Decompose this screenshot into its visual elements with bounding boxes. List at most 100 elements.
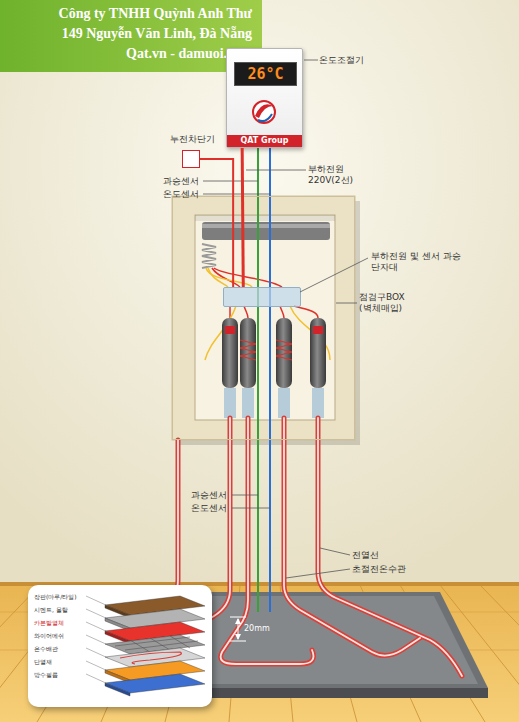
floor-layer-stack xyxy=(105,622,205,641)
overheat-sensor-wire xyxy=(257,148,259,612)
floor-layer-stack xyxy=(105,596,205,696)
leader-line xyxy=(246,170,306,171)
dimension-arrow xyxy=(230,617,246,641)
manifold-cylinder xyxy=(222,318,326,418)
watermark-banner: Công ty TNHH Quỳnh Anh Thư149 Nguyễn Văn… xyxy=(0,0,262,72)
manifold-cylinder xyxy=(278,388,290,418)
layer-name: 온수배관 xyxy=(34,645,58,652)
floor-layer-inset: 장판(마루/타일)시멘트, 몰탈카본발열체와이어메쉬온수배관단열재방수필름 xyxy=(28,585,212,707)
wood-floor xyxy=(480,585,519,722)
manifold-cylinder xyxy=(224,388,236,418)
leakage-breaker: 누전차단기 xyxy=(182,150,200,168)
leader-line xyxy=(300,258,368,292)
manifold-cylinder xyxy=(312,388,324,418)
floor-layer-stack xyxy=(105,631,130,644)
junction-box-frame xyxy=(195,215,335,420)
part-name: 부하전원 및 센서 과승 단자대 xyxy=(371,251,463,273)
dimension-arrow xyxy=(238,619,239,639)
conduit-bar xyxy=(202,222,330,240)
internal-wiring xyxy=(214,268,282,287)
flexible-conduit xyxy=(202,244,216,268)
pipe-label: 전열선 xyxy=(352,550,379,561)
brand-logo xyxy=(253,101,275,123)
leader-line xyxy=(86,622,108,632)
conduit-bar xyxy=(202,222,330,240)
leader-line xyxy=(86,596,108,684)
temperature-sensor-wire xyxy=(269,148,271,612)
dimension-arrow xyxy=(230,641,246,642)
floor-layer-stack xyxy=(115,636,198,652)
brand-logo xyxy=(255,104,273,118)
leader-line xyxy=(203,60,368,578)
terminal-block: 부하전원 및 센서 과승 단자대 xyxy=(223,287,301,307)
brand-logo xyxy=(253,101,275,123)
leader-line xyxy=(203,194,270,195)
part-name: 점검구BOX (벽체매입) xyxy=(359,292,421,314)
manifold-cylinder xyxy=(240,318,256,388)
floor-layer-stack xyxy=(105,674,205,693)
leader-line xyxy=(320,548,350,555)
heating-pipe-core xyxy=(284,418,420,656)
manifold-cylinder xyxy=(276,318,292,388)
leader-line xyxy=(232,508,270,509)
internal-wiring xyxy=(206,268,252,287)
dimension-arrow xyxy=(235,634,241,640)
wood-floor xyxy=(0,582,519,722)
wood-floor xyxy=(0,585,519,722)
power-label: 부하전원 220V(2선) xyxy=(308,164,360,186)
pipe-label: 초절전온수관 xyxy=(352,564,406,575)
heating-pipe xyxy=(221,418,314,664)
layer-name: 단열재 xyxy=(34,658,52,665)
wall xyxy=(0,0,519,590)
heating-pipe-core xyxy=(221,418,314,664)
floor-layer-stack xyxy=(105,661,205,680)
floor-layer-stack xyxy=(120,652,181,664)
junction-box-frame xyxy=(195,215,335,221)
manifold-cylinder xyxy=(240,340,256,360)
internal-wiring xyxy=(244,306,248,318)
leader-line xyxy=(232,495,258,496)
brand-name: QAT Group xyxy=(227,135,302,147)
manifold-cylinder xyxy=(313,326,323,334)
dimension-arrow xyxy=(235,618,241,624)
internal-wiring xyxy=(212,268,240,287)
brand-logo xyxy=(258,114,272,121)
floor-layer-stack xyxy=(105,605,130,618)
heating-pipe-core xyxy=(318,418,462,676)
manifold-cylinder xyxy=(222,318,238,388)
manifold-cylinder xyxy=(242,388,254,418)
junction-box: 점검구BOX (벽체매입)부하전원 및 센서 과승 단자대 xyxy=(172,196,355,440)
floor-layer-stack xyxy=(105,609,205,628)
leader-line xyxy=(336,303,357,304)
conduit-bar xyxy=(202,224,330,228)
sensor-label: 온도센서 xyxy=(163,189,199,200)
layer-name: 장판(마루/타일) xyxy=(34,593,77,600)
leader-line xyxy=(86,648,108,658)
layer-name: 시멘트, 몰탈 xyxy=(34,606,68,613)
temperature-display: 26°C xyxy=(234,62,297,86)
sensor-label: 과승센서 xyxy=(191,490,227,501)
manifold-cylinder xyxy=(310,318,326,388)
leader-line xyxy=(86,674,108,684)
junction-box-frame xyxy=(177,201,360,445)
dimension-label: 20mm xyxy=(244,624,270,634)
leader-line xyxy=(286,569,350,578)
part-name: 온도조절기 xyxy=(319,55,364,66)
dimension-arrow xyxy=(230,617,246,618)
heating-pipe xyxy=(318,418,462,676)
leader-line xyxy=(203,181,258,182)
floor-layer-stack xyxy=(105,596,205,615)
wood-floor xyxy=(0,585,519,722)
floor-layer-stack xyxy=(105,670,130,683)
leader-line xyxy=(86,635,108,645)
floor-layer-stack xyxy=(105,618,130,631)
layer-name: 카본발열체 xyxy=(34,619,64,626)
floor-layer-stack xyxy=(105,635,205,654)
leader-line xyxy=(86,596,108,606)
thermostat-unit: 온도조절기26°CQAT Group xyxy=(226,48,303,148)
leader-line xyxy=(86,661,108,671)
internal-wiring xyxy=(229,306,231,318)
company-address: 149 Nguyễn Văn Linh, Đà Nẵng xyxy=(62,26,252,43)
part-name: 누전차단기 xyxy=(170,134,215,145)
